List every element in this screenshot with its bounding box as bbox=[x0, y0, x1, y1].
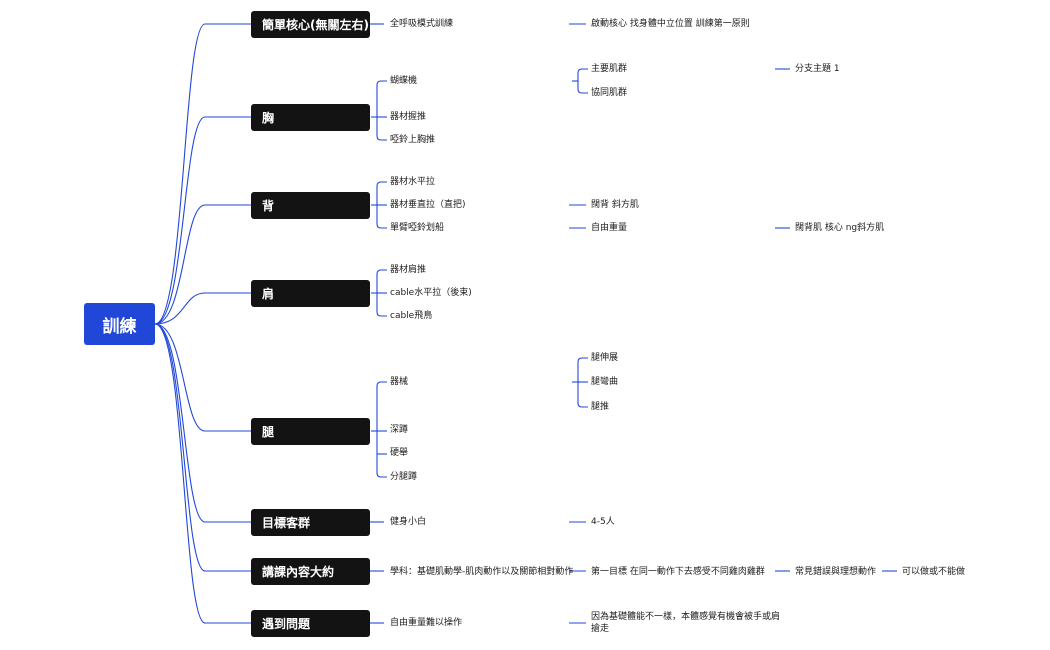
connector-line-25 bbox=[376, 381, 387, 387]
leaf-split-squat[interactable]: 分腿蹲 bbox=[390, 472, 418, 482]
leaf-squat[interactable]: 深蹲 bbox=[390, 425, 409, 435]
leaf-group-size[interactable]: 4-5人 bbox=[591, 517, 615, 527]
connector-line-7 bbox=[154, 323, 251, 624]
leaf-vertical-pull[interactable]: 器材垂直拉（直把) bbox=[390, 200, 466, 210]
connector-line-10 bbox=[376, 80, 387, 86]
leaf-machine-press[interactable]: 器材握推 bbox=[390, 112, 427, 122]
leaf-dumbbell-incline-press[interactable]: 啞鈴上胸推 bbox=[390, 135, 436, 145]
leaf-synergist-muscles[interactable]: 協同肌群 bbox=[591, 88, 628, 98]
leaf-lats-core-traps[interactable]: 闊背肌 核心 ng斜方肌 bbox=[795, 223, 885, 233]
connector-line-43 bbox=[577, 402, 588, 408]
leaf-primary-muscles[interactable]: 主要肌群 bbox=[591, 64, 628, 74]
leaf-kinesiology[interactable]: 學科：基礎肌動學-肌肉動作以及關節相對動作 bbox=[390, 567, 574, 577]
leaf-butterfly-machine[interactable]: 蝴蝶機 bbox=[390, 76, 418, 86]
connector-line-35 bbox=[577, 68, 588, 74]
leaf-leg-press[interactable]: 腿推 bbox=[591, 402, 610, 412]
leaf-free-weight-hard[interactable]: 自由重量難以操作 bbox=[390, 618, 463, 628]
connector-line-2 bbox=[154, 204, 251, 325]
leaf-subtopic-1[interactable]: 分支主題 1 bbox=[795, 64, 840, 74]
connector-line-0 bbox=[154, 23, 251, 325]
connector-line-4 bbox=[154, 323, 251, 432]
topic-back[interactable]: 背 bbox=[251, 192, 370, 219]
leaf-can-or-cannot[interactable]: 可以做或不能做 bbox=[902, 567, 966, 577]
leaf-cable-row-rear[interactable]: cable水平拉（後束) bbox=[390, 288, 472, 298]
leaf-free-weight[interactable]: 自由重量 bbox=[591, 223, 628, 233]
leaf-leg-curl[interactable]: 腿彎曲 bbox=[591, 377, 619, 387]
connector-line-15 bbox=[376, 181, 387, 187]
topic-course-content[interactable]: 講課內容大約 bbox=[251, 558, 370, 585]
leaf-one-arm-row[interactable]: 單臂啞鈴划船 bbox=[390, 223, 445, 233]
leaf-leg-extension[interactable]: 腿伸展 bbox=[591, 353, 619, 363]
root-topic[interactable]: 訓練 bbox=[84, 303, 155, 345]
leaf-horizontal-row[interactable]: 器材水平拉 bbox=[390, 177, 436, 187]
leaf-machines[interactable]: 器械 bbox=[390, 377, 409, 387]
connector-line-5 bbox=[154, 323, 251, 523]
connector-line-36 bbox=[577, 88, 588, 94]
connector-line-41 bbox=[577, 357, 588, 363]
leaf-shoulder-press[interactable]: 器材肩推 bbox=[390, 265, 427, 275]
topic-chest[interactable]: 胸 bbox=[251, 104, 370, 131]
leaf-cable-fly[interactable]: cable飛鳥 bbox=[390, 311, 433, 321]
connector-line-12 bbox=[376, 135, 387, 141]
connector-line-17 bbox=[376, 223, 387, 229]
topic-shoulder[interactable]: 肩 bbox=[251, 280, 370, 307]
leaf-lats-traps[interactable]: 闊背 斜方肌 bbox=[591, 200, 639, 210]
connector-line-20 bbox=[376, 269, 387, 275]
leaf-proprioception-note[interactable]: 因為基礎體能不一樣，本體感覺有機會被手或肩搶走 bbox=[591, 612, 781, 634]
leaf-first-goal[interactable]: 第一目標 在同一動作下去感受不同雞肉雞群 bbox=[591, 567, 765, 577]
leaf-deadlift[interactable]: 硬舉 bbox=[390, 448, 409, 458]
connector-line-28 bbox=[376, 472, 387, 478]
leaf-activate-core[interactable]: 啟動核心 找身體中立位置 訓練第一原則 bbox=[591, 19, 750, 29]
topic-target-audience[interactable]: 目標客群 bbox=[251, 509, 370, 536]
leaf-full-breathing[interactable]: 全呼吸模式訓練 bbox=[390, 19, 454, 29]
connector-line-1 bbox=[154, 116, 251, 325]
connector-line-6 bbox=[154, 323, 251, 572]
leaf-common-errors[interactable]: 常見錯誤與理想動作 bbox=[795, 567, 877, 577]
leaf-fitness-beginner[interactable]: 健身小白 bbox=[390, 517, 427, 527]
connector-line-22 bbox=[376, 311, 387, 317]
connector-line-3 bbox=[154, 292, 251, 325]
topic-problems[interactable]: 遇到問題 bbox=[251, 610, 370, 637]
topic-leg[interactable]: 腿 bbox=[251, 418, 370, 445]
topic-core[interactable]: 簡單核心(無關左右) bbox=[251, 11, 370, 38]
